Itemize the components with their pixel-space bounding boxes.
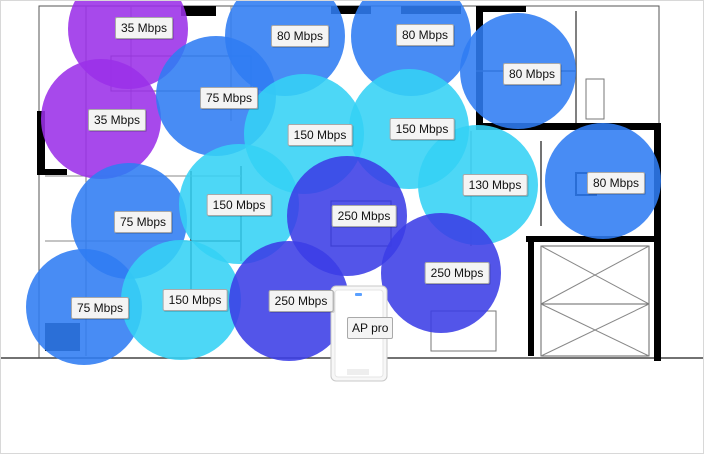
speed-label: 250 Mbps — [331, 205, 397, 227]
speed-label: 150 Mbps — [287, 124, 353, 146]
speed-label: 150 Mbps — [162, 289, 228, 311]
speed-label: 250 Mbps — [424, 262, 490, 284]
speed-label: 35 Mbps — [114, 17, 174, 39]
speed-label: 75 Mbps — [113, 211, 173, 233]
speed-label: 80 Mbps — [586, 172, 646, 194]
device-label[interactable]: AP pro — [347, 317, 394, 339]
speed-label: 75 Mbps — [199, 87, 259, 109]
speed-label: 130 Mbps — [462, 174, 528, 196]
speed-label: 75 Mbps — [70, 297, 130, 319]
speed-label: 80 Mbps — [395, 24, 455, 46]
speed-label: 35 Mbps — [87, 109, 147, 131]
speed-label: 80 Mbps — [270, 25, 330, 47]
speed-label: 80 Mbps — [502, 63, 562, 85]
speed-label: 150 Mbps — [206, 194, 272, 216]
speed-label: 250 Mbps — [268, 290, 334, 312]
speed-label: 150 Mbps — [389, 118, 455, 140]
